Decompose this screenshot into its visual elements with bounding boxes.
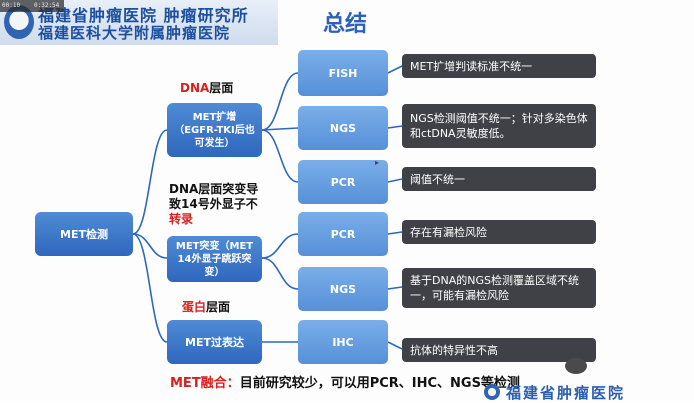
hospital-name-line2: 福建医科大学附属肿瘤医院 xyxy=(38,24,231,42)
footer-hospital-name: 福建省肿瘤医院 xyxy=(506,384,626,402)
connector-root-amp xyxy=(132,129,168,235)
total-time: 0:32:54 xyxy=(34,2,60,9)
met-mutation-node: MET突变（MET 14外显子跳跃突变） xyxy=(167,236,262,282)
connector-amp-fish xyxy=(261,72,299,131)
note-pcr: 阈值不统一 xyxy=(402,167,596,191)
met-overexpression-node: MET过表达 xyxy=(167,320,262,364)
slide-title: 总结 xyxy=(322,12,367,37)
met-amplification-node: MET扩增（EGFR-TKI后也可发生） xyxy=(167,103,262,157)
chat-bubble-icon[interactable] xyxy=(565,358,587,374)
method-node-fish: FISH xyxy=(298,50,388,96)
method-node-ngs-mutation: NGS xyxy=(298,267,388,311)
note-ngs-mutation: 基于DNA的NGS检测覆盖区域不统一，可能有漏检风险 xyxy=(402,268,596,308)
connector-root-overexp xyxy=(132,233,168,343)
connector-pcr-note xyxy=(387,178,403,183)
method-node-ngs: NGS xyxy=(298,106,388,150)
current-time: 00:10 xyxy=(2,2,21,9)
method-node-pcr: PCR xyxy=(298,160,388,204)
connector-pcr2-note xyxy=(387,231,403,235)
connector-ngs-note xyxy=(387,125,403,129)
protein-level-label: 蛋白层面 xyxy=(182,300,231,314)
connector-mut-pcr xyxy=(261,233,299,259)
footer-hospital-logo-icon xyxy=(484,384,500,400)
note-pcr-mutation: 存在有漏检风险 xyxy=(402,220,596,244)
hospital-name-line1: 福建省肿瘤医院 肿瘤研究所 xyxy=(38,6,249,25)
root-node-met-detection: MET检测 xyxy=(35,212,133,256)
connector-ihc-note xyxy=(387,341,403,350)
dna-level-label: DNA层面 xyxy=(180,81,234,95)
connector-amp-ngs xyxy=(261,127,299,131)
method-node-pcr-mutation: PCR xyxy=(298,212,388,256)
connector-root-mut xyxy=(132,233,168,259)
mouse-cursor-icon: ▸ xyxy=(375,158,380,167)
connector-ngs2-note xyxy=(387,286,403,290)
connector-amp-pcr xyxy=(261,129,299,183)
method-node-ihc: IHC xyxy=(298,320,388,364)
video-player-bar[interactable]: 00:10 0:32:54 xyxy=(0,0,64,12)
note-fish: MET扩增判读标准不统一 xyxy=(402,54,596,78)
connector-fish-note xyxy=(387,65,403,74)
note-ngs: NGS检测阈值不统一；针对多染色体和ctDNA灵敏度低。 xyxy=(402,104,596,148)
connector-mut-ngs xyxy=(261,257,299,290)
met-fusion-summary: MET融合：目前研究较少，可以用PCR、IHC、NGS等检测 xyxy=(170,376,520,391)
note-ihc: 抗体的特异性不高 xyxy=(402,338,596,362)
mutation-description-label: DNA层面突变导 致14号外显子不 转录 xyxy=(169,182,259,226)
